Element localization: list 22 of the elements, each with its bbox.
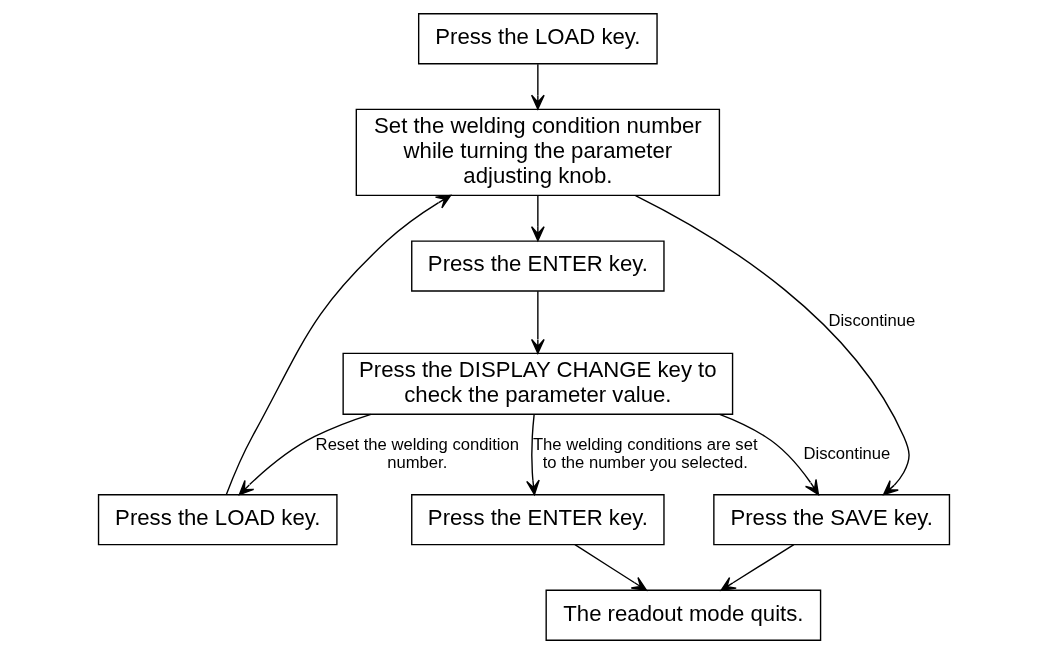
arrow [526, 413, 540, 496]
arrow [238, 413, 372, 496]
node-box: Set the welding condition number while turning the parameter adjusting knob. [355, 108, 721, 197]
arrow [530, 195, 545, 242]
node-box: Press the SAVE key. [713, 494, 951, 546]
node-box: Press the DISPLAY CHANGE key to check the parameter value. [342, 352, 734, 415]
arrow [720, 544, 795, 591]
edge-label: Discontinue [828, 311, 916, 331]
edge-label: Reset the welding condition number. [315, 434, 519, 472]
edge-label: Discontinue [803, 443, 891, 463]
arrow [530, 290, 545, 355]
arrow [574, 544, 648, 591]
arrow [719, 413, 820, 496]
arrow [530, 63, 545, 110]
node-box: Press the ENTER key. [411, 494, 665, 546]
node-box: Press the ENTER key. [411, 240, 665, 292]
node-box: The readout mode quits. [545, 589, 822, 641]
arrow [225, 194, 452, 496]
node-box: Press the LOAD key. [97, 494, 338, 546]
edge-label: The welding conditions are set to the number you selected. [532, 434, 758, 472]
arrow [634, 194, 910, 496]
node-box: Press the LOAD key. [418, 13, 658, 65]
